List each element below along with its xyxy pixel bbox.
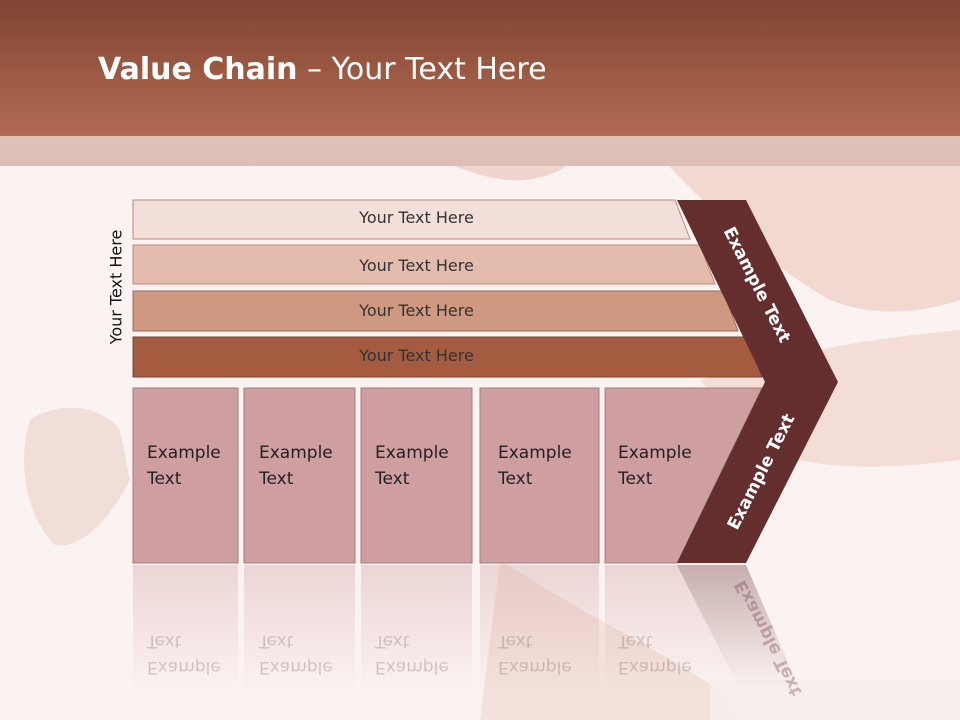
reflection [133,565,238,695]
title-bold: Value Chain [98,52,298,87]
support-row-label: Your Text Here [359,301,474,320]
primary-cell-1 [132,387,239,564]
cell-line-2: Text [375,469,410,489]
cell-line-1: Example [375,443,449,463]
cell-line-1: Example [618,443,692,463]
cell-line-1: Example [147,443,221,463]
title-rest: – Your Text Here [297,52,547,87]
cell-line-2: Text [498,469,533,489]
arrow-reflection [677,565,800,690]
reflection [361,565,472,695]
header-band [0,0,960,136]
reflection [480,565,599,695]
cell-line-2: Text [259,469,294,489]
reflection [244,565,355,695]
primary-cell-4 [479,387,600,564]
primary-cell-2 [243,387,356,564]
cell-line-1: Example [498,443,572,463]
primary-cell-3 [360,387,473,564]
reflection [605,565,740,690]
support-row-2 [132,244,716,285]
cell-line-2: Text [618,469,653,489]
cell-line-2: Text [147,469,182,489]
margin-chevron [677,200,838,563]
support-row-3 [132,290,739,332]
cell-line-1: Example [259,443,333,463]
slide-title: Value Chain – Your Text Here [98,52,547,87]
support-row-4 [132,336,763,378]
header-sub-band [0,136,960,166]
support-row-1 [132,199,691,240]
support-row-label: Your Text Here [359,208,474,227]
support-row-label: Your Text Here [359,346,474,365]
support-row-label: Your Text Here [359,256,474,275]
